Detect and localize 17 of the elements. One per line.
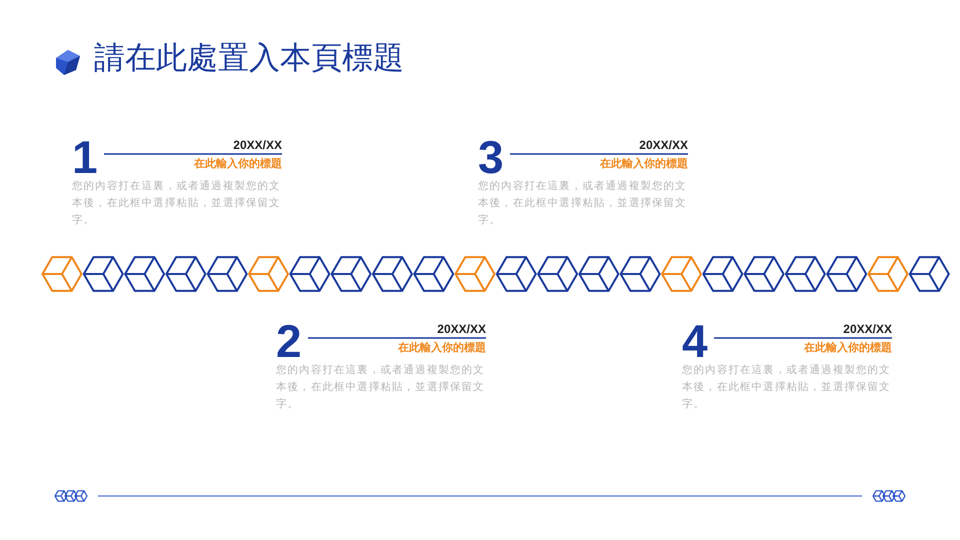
body-text: 您的內容打在這裏，或者通過複製您的文本後，在此框中選擇粘貼，並選擇保留文字。 [682,363,892,412]
body-text: 您的內容打在這裏，或者通過複製您的文本後，在此框中選擇粘貼，並選擇保留文字。 [72,179,282,228]
body-text: 您的內容打在這裏，或者通過複製您的文本後，在此框中選擇粘貼，並選擇保留文字。 [478,179,688,228]
step-number: 3 [478,137,504,177]
subtitle: 在此輸入你的標題 [397,341,486,355]
body-text: 您的內容打在這裏，或者通過複製您的文本後，在此框中選擇粘貼，並選擇保留文字。 [276,363,486,412]
subtitle: 在此輸入你的標題 [803,341,892,355]
step-number: 1 [72,137,98,177]
step-number: 2 [276,321,302,361]
step-number: 4 [682,321,708,361]
date-label: 20XX/XX [842,322,892,336]
date-label: 20XX/XX [638,138,688,152]
subtitle: 在此輸入你的標題 [599,157,688,171]
subtitle: 在此輸入你的標題 [193,157,282,171]
title: 請在此處置入本頁標題 [94,39,404,78]
date-label: 20XX/XX [436,322,486,336]
date-label: 20XX/XX [232,138,282,152]
